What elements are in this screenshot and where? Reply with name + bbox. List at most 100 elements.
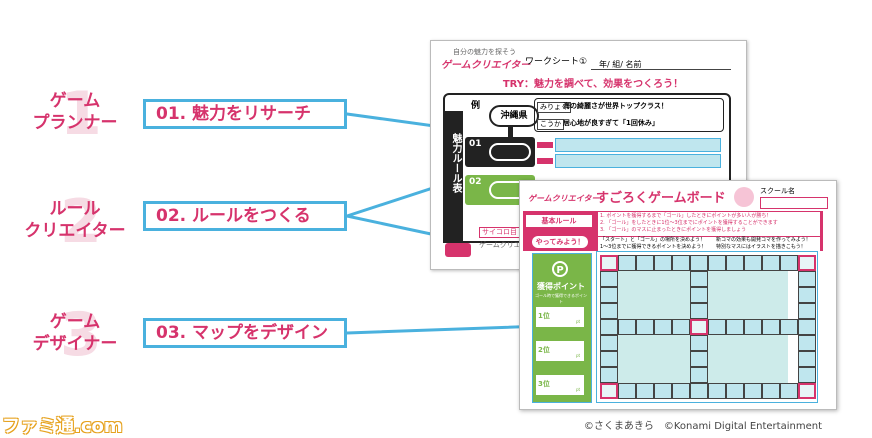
- board-cell: [744, 255, 762, 271]
- role-line1: ゲーム: [49, 312, 101, 332]
- row-01-effect-tag: [537, 158, 553, 164]
- board-logo: ゲームクリエイター: [528, 194, 600, 203]
- board-cell: [618, 255, 636, 271]
- board-cell: [780, 255, 798, 271]
- board-cell: [780, 319, 798, 335]
- example-text-effect: 居心地が良すぎて「1回休み」: [563, 119, 659, 127]
- check-1: 「スタート」と「ゴール」の場所を決めよう！: [600, 237, 706, 243]
- check-4: 特別なマスにはイラストを描きこもう！: [716, 244, 806, 250]
- role-line2: プランナー: [32, 113, 118, 133]
- board-cell: [690, 383, 708, 399]
- board-cell: [798, 351, 816, 367]
- board-title: すごろくゲームボード: [596, 191, 726, 206]
- board-cell: [798, 319, 816, 335]
- row-01-place-pill: [489, 143, 531, 161]
- board-cell: [672, 319, 690, 335]
- worksheet-logo-sub: 自分の魅力を探そう: [453, 48, 516, 56]
- role-line2: クリエイター: [24, 221, 126, 241]
- board-cell: [690, 367, 708, 383]
- check-3: 新コマの効果も開発コマを作ってみよう！: [716, 237, 811, 243]
- role-line1: ルール: [49, 199, 101, 219]
- board-cell: [726, 319, 744, 335]
- role-number: 1: [60, 79, 102, 149]
- board-cell: [600, 367, 618, 383]
- worksheet-try-banner: TRY：魅力を調べて、効果をつくろう！: [502, 79, 684, 90]
- board-cell: [654, 383, 672, 399]
- try-label: やってみよう！: [532, 236, 588, 248]
- board-cell: [690, 351, 708, 367]
- board-cell: [618, 383, 636, 399]
- rules-header: 基本ルール: [526, 215, 592, 227]
- board-cell: [672, 255, 690, 271]
- role-game-designer: 3 ゲーム デザイナー: [0, 305, 150, 365]
- rule-3: 3. 「ゴール」のマスに止まったときにポイントを獲得しましょう: [600, 227, 747, 233]
- board-cell: [690, 287, 708, 303]
- hand-icon: [445, 243, 471, 257]
- board-cell: [798, 303, 816, 319]
- points-title: 獲得ポイント: [537, 282, 585, 291]
- board-cell: [600, 287, 618, 303]
- brand-logo: ファミ通.com: [2, 416, 123, 437]
- example-tag-effect: こうか: [537, 119, 564, 130]
- place-3-field: [536, 375, 584, 395]
- worksheet-logo: ゲームクリエイター: [441, 60, 531, 71]
- step-box-rules: 02. ルールをつくる: [143, 201, 347, 231]
- checklist-bg: [598, 237, 820, 251]
- board-special-cell: [600, 255, 618, 271]
- place-2-unit: pt: [576, 353, 581, 358]
- worksheet-fields: 年/ 組/ 名前: [599, 60, 642, 69]
- board-school-field: [760, 197, 828, 209]
- board-cell: [690, 335, 708, 351]
- step-box-research: 01. 魅力をリサーチ: [143, 99, 347, 129]
- board-cell: [708, 255, 726, 271]
- role-number: 2: [60, 187, 102, 257]
- check-2: 1〜3位までに獲得できるポイントを決めよう！: [600, 244, 707, 250]
- place-1-label: 1位: [538, 312, 550, 320]
- board-special-cell: [798, 255, 816, 271]
- row-number-01-label: 01: [469, 139, 482, 149]
- board-cell: [654, 255, 672, 271]
- example-text-charm: 海の綺麗さが世界トップクラス！: [563, 102, 668, 110]
- place-3-label: 3位: [538, 380, 550, 388]
- row-01-charm-tag: [537, 142, 553, 148]
- example-tag-charm: みりょく: [537, 102, 571, 113]
- name-underline: [591, 69, 731, 70]
- rule-2: 2. 「ゴール」をしたときに1位〜3位までにポイントを獲得することができます: [600, 220, 778, 226]
- board-cell: [726, 255, 744, 271]
- rule-1: 1. ポイントを獲得するまで「ゴール」したときにポイントが多い人が勝ち！: [600, 213, 772, 219]
- row-01-effect-field: [555, 154, 721, 168]
- board-cell: [744, 319, 762, 335]
- role-number: 3: [60, 300, 102, 370]
- game-board-card: ゲームクリエイター すごろくゲームボード スクール名 基本ルール 1. ポイント…: [519, 180, 837, 410]
- board-cell: [600, 303, 618, 319]
- board-cell: [708, 319, 726, 335]
- row-number-02-label: 02: [469, 177, 482, 187]
- example-label: 例: [471, 101, 481, 111]
- role-line1: ゲーム: [49, 91, 101, 111]
- board-cell: [798, 271, 816, 287]
- place-1-field: [536, 307, 584, 327]
- points-sub: ゴール時で獲得できるポイント: [535, 293, 587, 304]
- board-cell: [690, 255, 708, 271]
- board-badge-icon: [734, 187, 754, 207]
- board-cell: [636, 383, 654, 399]
- board-cell: [762, 255, 780, 271]
- place-1-unit: pt: [576, 319, 581, 324]
- board-cell: [798, 287, 816, 303]
- board-cell: [600, 271, 618, 287]
- board-cell: [762, 383, 780, 399]
- rule-table-side-bar: [443, 111, 463, 243]
- place-2-field: [536, 341, 584, 361]
- board-special-cell: [600, 383, 618, 399]
- board-cell: [762, 319, 780, 335]
- role-rule-creator: 2 ルール クリエイター: [0, 192, 150, 252]
- board-cell: [798, 335, 816, 351]
- step-box-map: 03. マップをデザイン: [143, 318, 347, 348]
- example-box: [534, 98, 724, 132]
- board-cell: [600, 335, 618, 351]
- role-line2: デザイナー: [32, 334, 118, 354]
- board-cell: [780, 383, 798, 399]
- board-cell: [654, 319, 672, 335]
- board-cell: [798, 367, 816, 383]
- board-school-label: スクール名: [760, 187, 795, 195]
